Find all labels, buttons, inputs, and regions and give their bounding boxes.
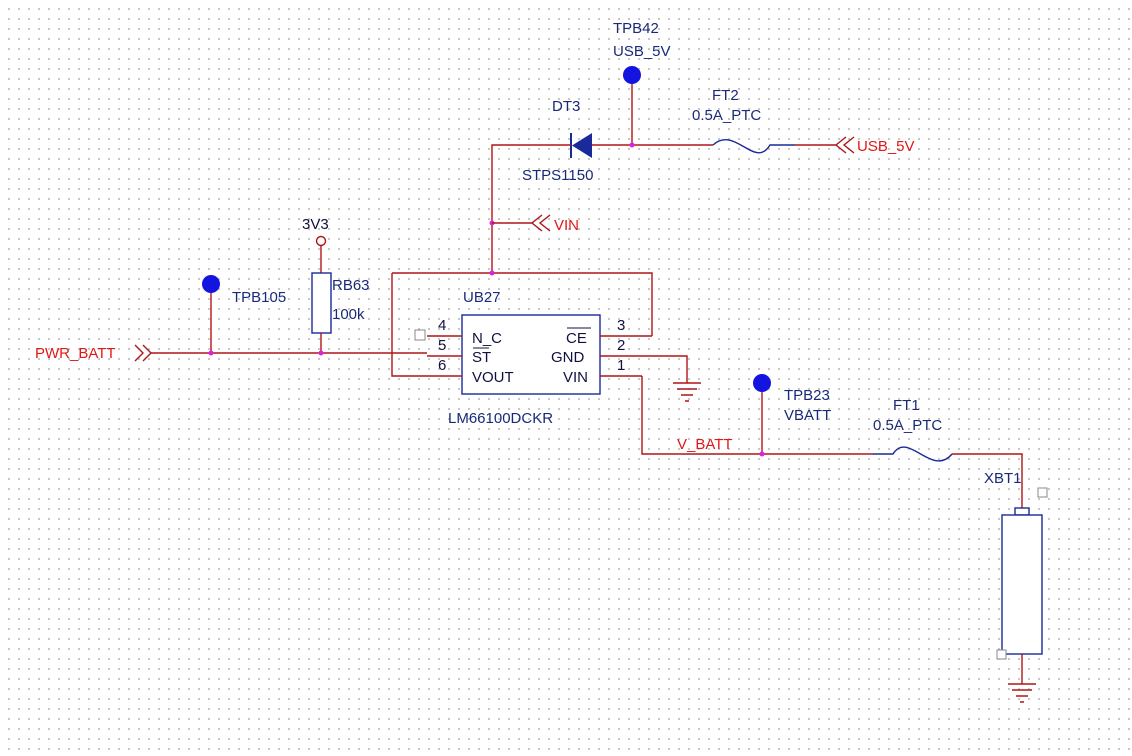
vin-ce-wire	[392, 272, 653, 336]
rb63-ref: RB63	[332, 277, 370, 294]
ft2-value: 0.5A_PTC	[692, 107, 761, 124]
dt3-diode[interactable]: DT3 STPS1150	[522, 98, 600, 184]
svg-text:VIN: VIN	[554, 217, 579, 234]
ub27-ref: UB27	[463, 289, 501, 306]
svg-text:V_BATT: V_BATT	[677, 436, 733, 453]
svg-text:ST: ST	[472, 349, 491, 366]
svg-text:USB_5V: USB_5V	[857, 138, 915, 155]
ub27-value: LM66100DCKR	[448, 410, 553, 427]
svg-text:6: 6	[438, 357, 446, 374]
svg-text:4: 4	[438, 317, 446, 334]
rb63-value: 100k	[332, 306, 365, 323]
svg-text:VIN: VIN	[563, 369, 588, 386]
tpb23-ref: TPB23	[784, 387, 830, 404]
pin-5[interactable]: 5 ST	[427, 337, 491, 366]
svg-text:5: 5	[438, 337, 446, 354]
svg-text:PWR_BATT: PWR_BATT	[35, 345, 116, 362]
pwr-batt-net-label[interactable]: PWR_BATT	[35, 344, 152, 362]
rb63-resistor[interactable]: 3V3 RB63 100k	[302, 216, 370, 356]
pin-4[interactable]: 4 N_C	[427, 317, 502, 347]
ft1-ref: FT1	[893, 397, 920, 414]
svg-text:VOUT: VOUT	[472, 369, 514, 386]
tpb42-value: USB_5V	[613, 43, 671, 60]
tpb42-ref: TPB42	[613, 20, 659, 37]
svg-text:3: 3	[617, 317, 625, 334]
no-connect-marker	[414, 329, 426, 341]
svg-text:CE: CE	[566, 330, 587, 347]
vin-junction	[489, 270, 495, 276]
dt3-value: STPS1150	[522, 167, 593, 184]
vin-net-label[interactable]: VIN	[489, 214, 580, 234]
vout-wire	[391, 273, 427, 377]
v-batt-wire	[641, 376, 873, 455]
vin-wire	[491, 144, 555, 273]
pin-2[interactable]: 2 GND	[551, 337, 642, 366]
ft1-value: 0.5A_PTC	[873, 417, 942, 434]
svg-text:1: 1	[617, 357, 625, 374]
svg-text:2: 2	[617, 337, 625, 354]
dt3-ref: DT3	[552, 98, 580, 115]
tpb23-test-point[interactable]: TPB23 VBATT	[753, 374, 831, 457]
pin-3[interactable]: 3 CE	[566, 317, 652, 347]
svg-text:N_C: N_C	[472, 330, 502, 347]
xbt1-battery[interactable]: XBT1	[984, 470, 1048, 703]
power-3v3-label: 3V3	[302, 216, 329, 233]
tpb105-test-point[interactable]: TPB105	[202, 275, 286, 356]
ft2-ptc-fuse[interactable]: FT2 0.5A_PTC	[600, 87, 836, 154]
ub27-ground-symbol	[642, 355, 701, 402]
ft1-ptc-fuse[interactable]: FT1 0.5A_PTC	[873, 397, 1023, 512]
tpb105-ref: TPB105	[232, 289, 286, 306]
xbt1-ref: XBT1	[984, 470, 1022, 487]
ub27-ic[interactable]: UB27 LM66100DCKR 4 N_C 5 ST 6 VOUT 3 CE …	[427, 289, 652, 427]
tpb42-test-point[interactable]: TPB42 USB_5V	[613, 20, 671, 148]
pin-1[interactable]: 1 VIN	[563, 357, 642, 386]
v-batt-net-label: V_BATT	[677, 436, 733, 453]
ft2-ref: FT2	[712, 87, 739, 104]
tpb23-value: VBATT	[784, 407, 831, 424]
usb-5v-net-label[interactable]: USB_5V	[834, 136, 915, 155]
svg-text:GND: GND	[551, 349, 585, 366]
pin-6[interactable]: 6 VOUT	[427, 357, 514, 386]
